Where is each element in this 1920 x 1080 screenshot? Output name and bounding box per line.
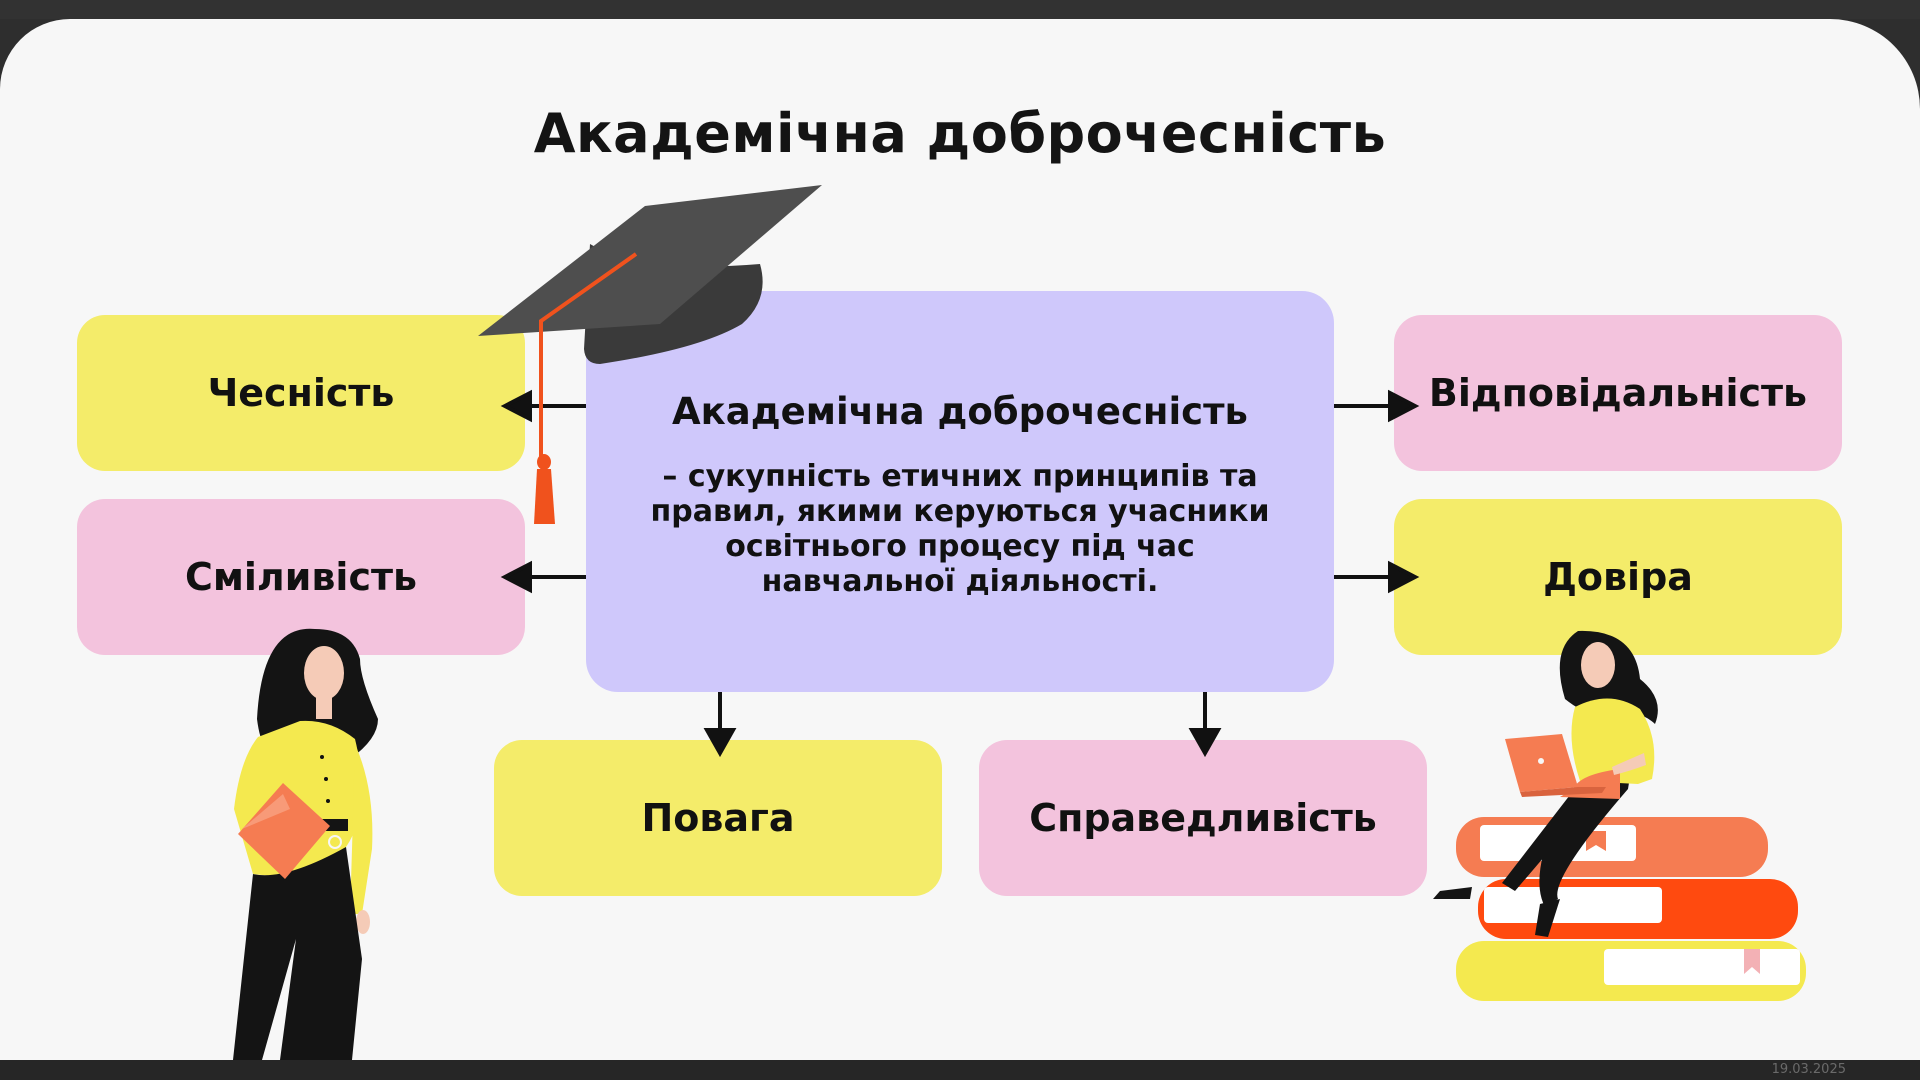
value-box-respect: Повага bbox=[494, 740, 942, 896]
window-top-bar bbox=[0, 0, 1920, 19]
definition-text: – сукупність етичних принципів та правил… bbox=[650, 459, 1270, 599]
woman-with-laptop-on-books-illustration bbox=[1433, 630, 1806, 1001]
slide-title: Академічна доброчесність bbox=[533, 102, 1387, 165]
graduation-cap-icon bbox=[478, 185, 822, 524]
taskbar-date: 19.03.2025 bbox=[1771, 1062, 1846, 1077]
connector-arrows bbox=[500, 389, 1420, 758]
value-label: Довіра bbox=[1543, 555, 1693, 599]
value-box-courage: Сміливість bbox=[77, 499, 525, 655]
value-label: Справедливість bbox=[1029, 796, 1377, 840]
arrow-right-responsibility-icon bbox=[1334, 389, 1420, 423]
value-box-responsibility: Відповідальність bbox=[1394, 315, 1842, 471]
value-label: Повага bbox=[641, 796, 795, 840]
definition-box: Академічна доброчесність – сукупність ет… bbox=[586, 291, 1334, 692]
arrow-down-respect-icon bbox=[703, 692, 737, 758]
arrow-down-fairness-icon bbox=[1188, 692, 1222, 758]
woman-with-folder-illustration bbox=[233, 628, 378, 1060]
taskbar: 19.03.2025 bbox=[0, 1060, 1920, 1080]
value-label: Відповідальність bbox=[1428, 371, 1808, 415]
arrow-left-courage-icon bbox=[500, 560, 586, 594]
arrow-left-honesty-icon bbox=[500, 389, 586, 423]
definition-heading: Академічна доброчесність bbox=[672, 390, 1248, 433]
value-label: Чесність bbox=[207, 371, 395, 415]
value-box-trust: Довіра bbox=[1394, 499, 1842, 655]
value-box-fairness: Справедливість bbox=[979, 740, 1427, 896]
value-label: Сміливість bbox=[184, 555, 418, 599]
presentation-slide: Академічна доброчесність Чесність Смілив… bbox=[0, 19, 1920, 1060]
arrow-right-trust-icon bbox=[1334, 560, 1420, 594]
value-box-honesty: Чесність bbox=[77, 315, 525, 471]
